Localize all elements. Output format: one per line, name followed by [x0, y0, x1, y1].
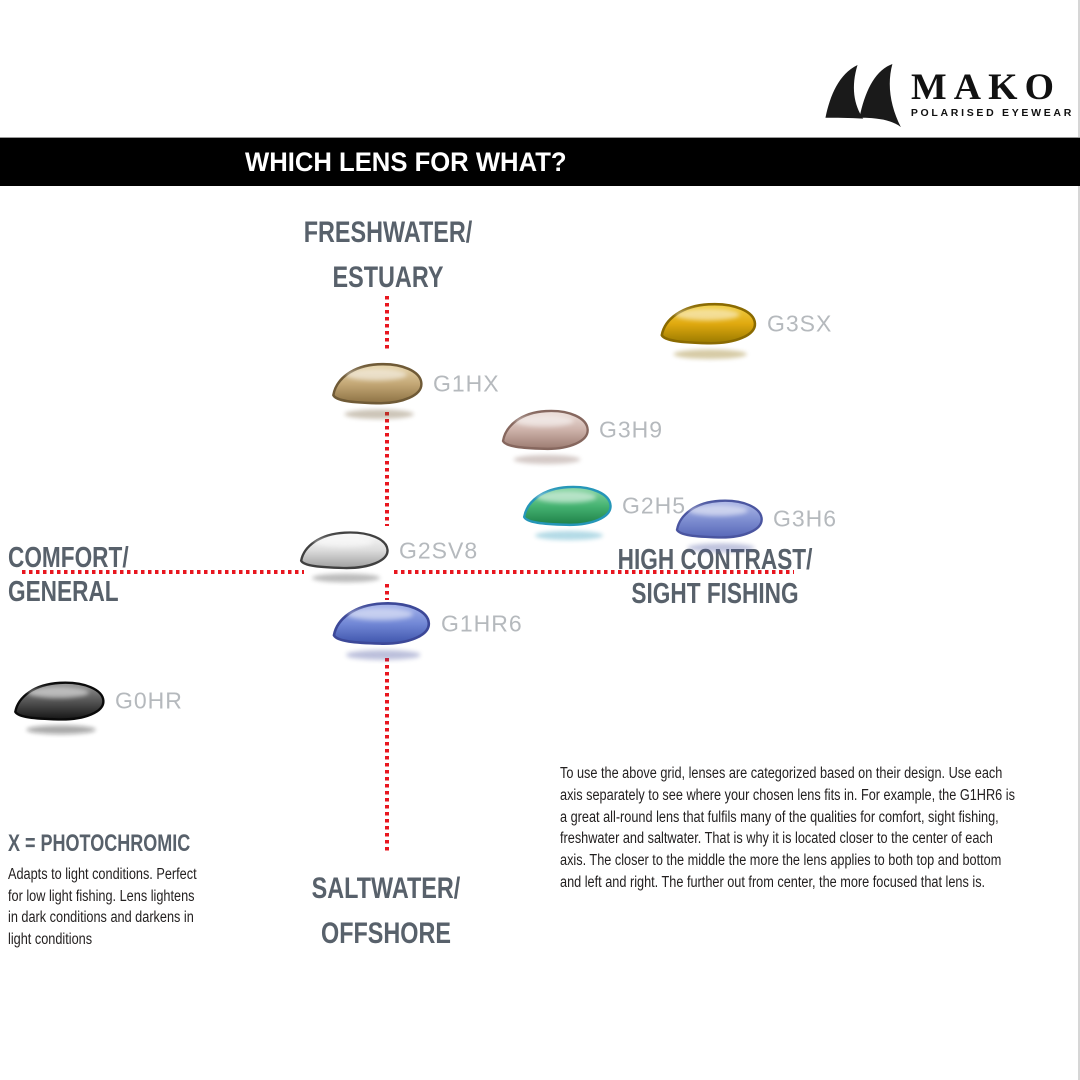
lens-g2sv8: G2SV8 [293, 526, 477, 586]
lens-shape-icon [332, 362, 423, 419]
axis-label-freshwater-estuary: FRESHWATER/ ESTUARY [303, 216, 473, 294]
lens-code-label: G1HX [433, 370, 500, 397]
lens-shape-icon [299, 531, 389, 583]
brand-name: MAKO [910, 67, 1061, 108]
lens-g2h5: G2H5 [516, 480, 685, 544]
horizontal-axis-dotted-line [22, 570, 304, 574]
shark-fins-icon [825, 64, 901, 128]
page-title: WHICH LENS FOR WHAT? [245, 147, 567, 177]
lens-code-label: G3H6 [773, 505, 838, 532]
lens-g3h6: G3H6 [669, 494, 836, 556]
lens-code-label: G0HR [115, 687, 183, 714]
axis-label-saltwater-offshore: SALTWATER/ OFFSHORE [311, 872, 461, 950]
lens-code-label: G2H5 [622, 492, 687, 519]
lens-shape-icon [522, 485, 612, 540]
lens-g3h9: G3H9 [495, 404, 662, 468]
grid-explanation-text: To use the above grid, lenses are catego… [560, 765, 1015, 891]
lens-shape-icon [660, 302, 757, 359]
photochromic-description: Adapts to light conditions. Perfect for … [8, 866, 197, 948]
vertical-axis-dotted-line [385, 584, 389, 600]
lens-shape-icon [14, 681, 105, 734]
brand-text: MAKO POLARISED EYEWEAR [910, 67, 1074, 119]
lens-g0hr: G0HR [7, 676, 182, 738]
vertical-axis-dotted-line [385, 296, 389, 350]
brand-tagline: POLARISED EYEWEAR [910, 107, 1074, 119]
lens-shape-icon [332, 602, 431, 660]
lens-g1hr6: G1HR6 [325, 596, 522, 664]
lens-g3sx: G3SX [653, 297, 831, 363]
vertical-axis-dotted-line [385, 412, 389, 526]
lens-shape-icon [501, 409, 589, 464]
lens-code-label: G3H9 [599, 416, 664, 443]
vertical-axis-dotted-line [385, 658, 389, 854]
lens-code-label: G2SV8 [399, 537, 479, 564]
lens-shape-icon [675, 499, 763, 552]
title-bar: WHICH LENS FOR WHAT? [0, 137, 1080, 186]
brand-logo: MAKO POLARISED EYEWEAR [823, 64, 1074, 130]
lens-code-label: G1HR6 [441, 610, 523, 637]
photochromic-heading: X = PHOTOCHROMIC [8, 830, 191, 857]
axis-label-comfort-general: COMFORT/ GENERAL [8, 542, 129, 608]
lens-code-label: G3SX [767, 310, 833, 337]
horizontal-axis-dotted-line [394, 570, 794, 574]
lens-g1hx: G1HX [325, 357, 499, 423]
